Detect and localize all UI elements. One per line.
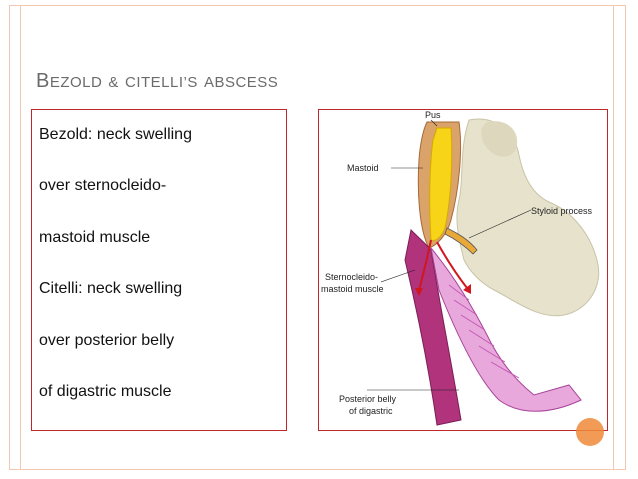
slide-frame: [9, 5, 626, 470]
leader-pus: [430, 119, 438, 127]
label-scm-1: Sternocleido-: [325, 272, 378, 282]
leader-styloid: [468, 209, 532, 239]
text-line: Bezold: neck swelling: [39, 126, 192, 143]
pus-arrowhead-2: [463, 284, 471, 294]
label-scm-2: mastoid muscle: [321, 284, 384, 294]
pus-arrow-1: [418, 239, 432, 291]
decorative-circle: [576, 418, 604, 446]
pus-arrow-2: [436, 241, 468, 289]
title-word-abscess: ABSCESS: [203, 74, 279, 91]
slide-title: BEZOLD & CITELLI’S ABSCESS: [36, 70, 278, 93]
mandible-shape: [456, 118, 600, 317]
label-pus: Pus: [425, 110, 441, 120]
label-mastoid: Mastoid: [347, 163, 379, 173]
text-line: mastoid muscle: [39, 229, 151, 246]
pus-arrowhead-1: [415, 288, 423, 296]
title-ampersand: &: [108, 74, 119, 91]
text-line: of digastric muscle: [39, 383, 172, 400]
title-initial-b: B: [36, 70, 50, 92]
anatomy-illustration: Pus Mastoid Styloid process Sternocleido…: [321, 110, 600, 426]
mandible-condyle: [481, 121, 518, 157]
text-line: Citelli: neck swelling: [39, 280, 183, 297]
frame-right-rule: [613, 5, 614, 470]
anatomy-figure: Pus Mastoid Styloid process Sternocleido…: [318, 109, 608, 431]
frame-left-rule: [20, 5, 21, 470]
digastric-muscle: [430, 247, 582, 412]
text-line: over sternocleido-: [39, 177, 167, 194]
text-line: over posterior belly: [39, 332, 175, 349]
title-initial-c: C: [125, 74, 137, 91]
pus-region: [429, 127, 453, 241]
title-possessive-s: S: [187, 74, 198, 91]
title-word-citelli: ITELLI: [136, 74, 184, 91]
label-styloid: Styloid process: [531, 206, 593, 216]
title-word-bezold: EZOLD: [49, 74, 103, 91]
label-posterior-1: Posterior belly: [339, 394, 397, 404]
label-posterior-2: of digastric: [349, 406, 393, 416]
sternocleidomastoid-muscle: [404, 228, 462, 426]
leader-scm: [380, 269, 416, 283]
digastric-stripes: [448, 284, 520, 379]
styloid-process: [444, 227, 478, 255]
title-apostrophe: ’: [183, 74, 188, 91]
text-box: Bezold: neck swelling over sternocleido-…: [31, 109, 287, 431]
